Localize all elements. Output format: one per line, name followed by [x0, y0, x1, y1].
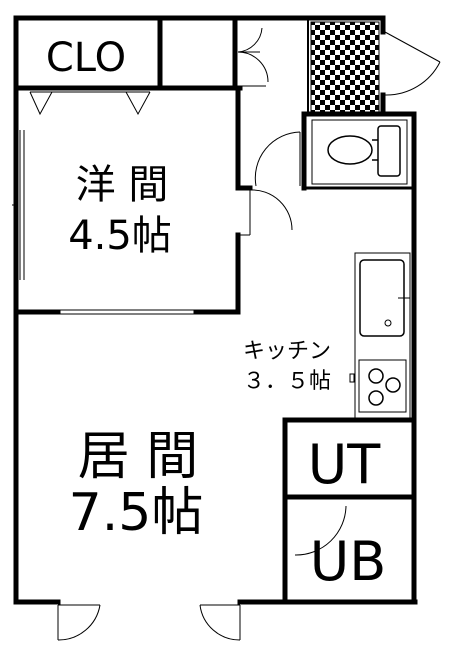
- kitchen-counter: [349, 252, 411, 419]
- left-window: [12, 130, 25, 280]
- western-room-label: 洋 間: [76, 162, 169, 208]
- kitchen-label: キッチン: [243, 339, 331, 364]
- unit-bath-label: UB: [310, 530, 387, 593]
- sink-icon: [359, 259, 405, 337]
- western-room-sliding-door: [58, 309, 196, 315]
- western-room-size: 4.5帖: [68, 213, 172, 259]
- living-room-size: 7.5帖: [69, 483, 204, 543]
- walls: [13, 15, 418, 605]
- utility-label: UT: [308, 433, 382, 496]
- door-swings: [57, 19, 441, 641]
- closet-label: CLO: [46, 35, 126, 81]
- shoe-storage: [310, 21, 380, 113]
- stove-icon: [358, 359, 407, 413]
- kitchen-size: ３．５帖: [243, 369, 331, 394]
- closet-door: [29, 91, 151, 116]
- living-room-label: 居 間: [78, 427, 199, 487]
- toilet-icon: [311, 119, 408, 185]
